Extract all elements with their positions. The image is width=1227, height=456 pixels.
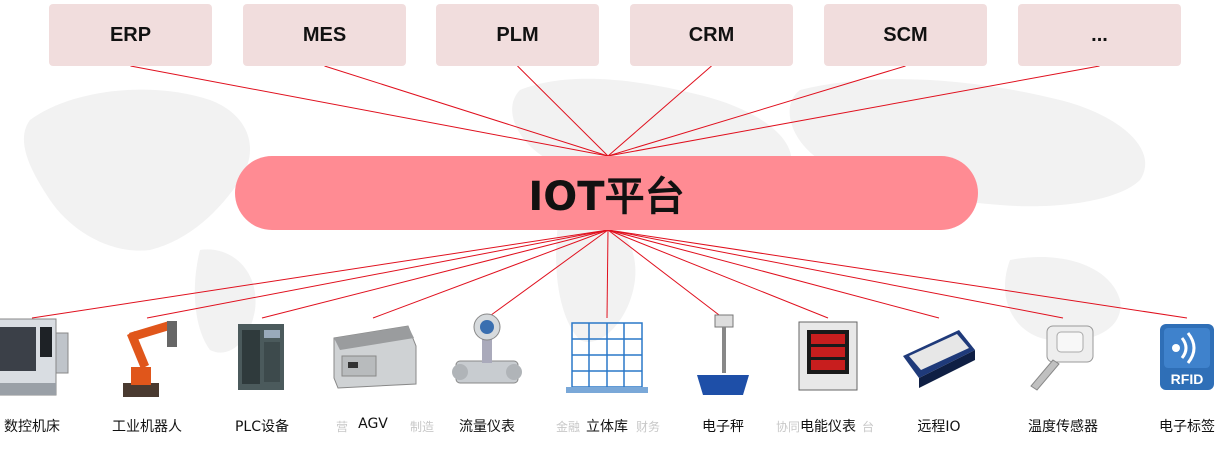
faded-background-text: 台	[862, 420, 875, 434]
device-label: 温度传感器	[1028, 419, 1098, 435]
system-label: SCM	[883, 23, 928, 46]
device-1: 工业机器人	[92, 310, 202, 450]
remote-io-icon	[894, 310, 984, 402]
iot-platform-label: IOT平台	[528, 174, 685, 220]
line-device-0	[31, 229, 609, 319]
faded-background-text: 财务	[636, 420, 661, 434]
temperature-sensor-icon	[1018, 310, 1108, 402]
line-system-5	[607, 65, 1100, 157]
device-0: 数控机床	[0, 310, 87, 450]
system-box-5: ...	[1018, 4, 1181, 66]
industrial-robot-icon	[102, 310, 192, 402]
device-label: 电能仪表	[800, 419, 856, 435]
line-device-2	[261, 229, 609, 319]
device-label: 数控机床	[4, 419, 60, 435]
flow-meter-icon	[442, 310, 532, 402]
iot-platform: IOT平台	[235, 156, 978, 230]
system-box-0: ERP	[49, 4, 212, 66]
line-system-4	[607, 65, 906, 157]
faded-background-text: 金融	[556, 420, 581, 434]
device-label: 电子秤	[702, 419, 744, 435]
device-label: 工业机器人	[112, 419, 182, 435]
line-system-1	[324, 65, 609, 157]
faded-background-text: 营	[336, 420, 349, 434]
device-3: AGV	[318, 310, 428, 450]
line-device-6	[607, 229, 724, 319]
system-label: ERP	[109, 23, 152, 46]
device-label: AGV	[358, 416, 388, 432]
rfid-text: RFID	[1171, 371, 1204, 387]
line-device-9	[607, 229, 1064, 319]
device-label: 电子标签	[1159, 419, 1215, 435]
device-5: 立体库	[552, 310, 662, 450]
line-device-8	[607, 229, 940, 319]
device-label: 流量仪表	[459, 419, 515, 435]
warehouse-rack-icon	[562, 310, 652, 402]
line-device-4	[486, 229, 609, 319]
device-6: 电子秤	[668, 310, 778, 450]
device-8: 远程IO	[884, 310, 994, 450]
faded-background-text: 协同	[776, 420, 801, 434]
faded-background-text: 制造	[410, 420, 435, 434]
line-system-0	[130, 65, 609, 157]
system-box-2: PLM	[436, 4, 599, 66]
device-label: 远程IO	[917, 419, 961, 435]
power-meter-icon	[783, 310, 873, 402]
line-system-2	[517, 65, 609, 157]
device-label: 立体库	[586, 419, 628, 435]
scale-icon	[678, 310, 768, 402]
line-system-3	[607, 65, 712, 157]
system-box-1: MES	[243, 4, 406, 66]
device-label: PLC设备	[234, 419, 290, 435]
line-device-10	[607, 229, 1188, 319]
line-device-7	[607, 229, 829, 319]
device-10: RFID 电子标签	[1132, 310, 1227, 450]
line-device-3	[372, 229, 609, 319]
plc-module-icon	[217, 310, 307, 402]
device-9: 温度传感器	[1008, 310, 1118, 450]
system-label: PLM	[496, 23, 539, 46]
device-4: 流量仪表	[432, 310, 542, 450]
line-device-1	[146, 229, 609, 319]
rfid-tag-icon: RFID	[1142, 310, 1227, 402]
cnc-machine-icon	[0, 310, 77, 402]
device-7: 电能仪表	[773, 310, 883, 450]
system-label: MES	[302, 23, 347, 46]
agv-vehicle-icon	[328, 310, 418, 402]
device-2: PLC设备	[207, 310, 317, 450]
system-box-3: CRM	[630, 4, 793, 66]
system-box-4: SCM	[824, 4, 987, 66]
line-device-5	[606, 229, 609, 319]
system-label: ...	[1091, 23, 1108, 46]
system-label: CRM	[688, 23, 735, 46]
